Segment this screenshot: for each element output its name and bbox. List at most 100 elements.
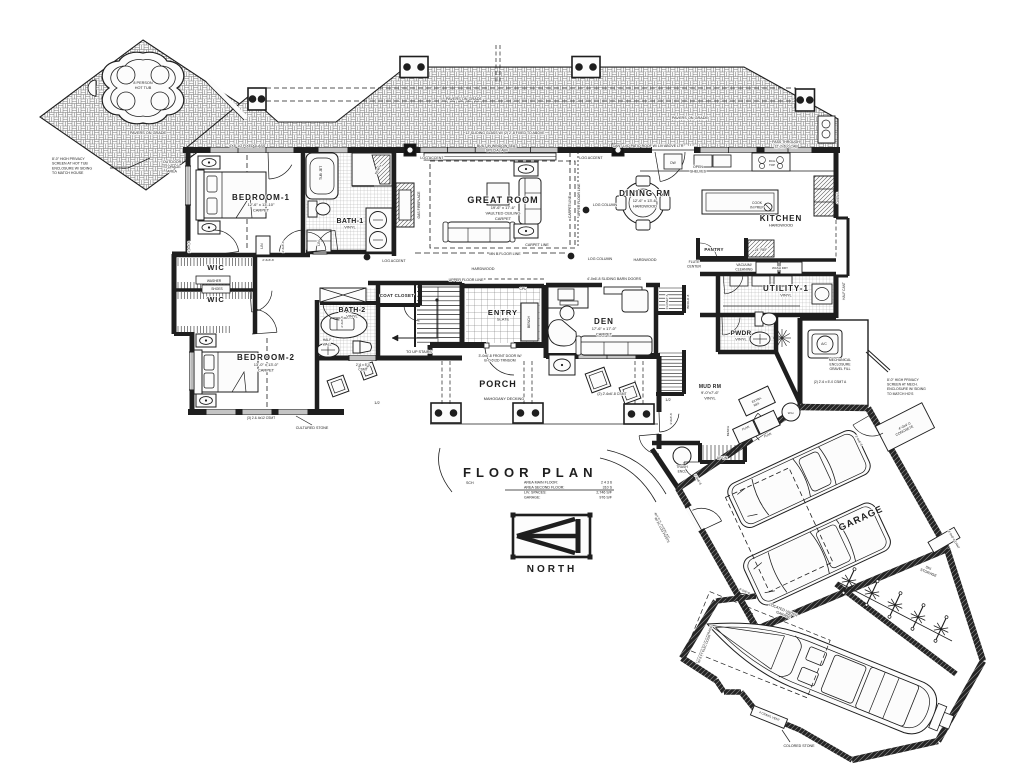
plan-geometry bbox=[371, 154, 391, 185]
plan-geometry bbox=[693, 154, 713, 168]
plan-geometry bbox=[204, 399, 208, 402]
room-label-wic-1: WIC bbox=[207, 263, 225, 272]
label-pass-through: PASS THROUGH bbox=[772, 140, 800, 144]
plan-geometry bbox=[358, 361, 378, 381]
plan-geometry bbox=[391, 334, 399, 342]
plan-geometry bbox=[777, 337, 783, 346]
plan-geometry bbox=[449, 409, 458, 417]
plan-geometry bbox=[747, 506, 887, 602]
label-up-dn: UP DN bbox=[717, 456, 728, 460]
plan-geometry bbox=[524, 229, 528, 233]
posts-layer bbox=[247, 45, 816, 425]
plan-geometry bbox=[110, 157, 151, 169]
plan-geometry bbox=[206, 78, 248, 120]
plan-geometry bbox=[559, 300, 579, 306]
plan-geometry bbox=[715, 593, 757, 604]
plan-geometry bbox=[639, 433, 660, 437]
plan-geometry bbox=[706, 622, 938, 735]
label-door-dim-4: 2'-6x6'-8 bbox=[340, 316, 344, 328]
plan-geometry bbox=[927, 526, 961, 554]
plan-geometry bbox=[724, 467, 834, 593]
plan-geometry bbox=[794, 88, 816, 112]
plan-geometry bbox=[781, 402, 801, 422]
plan-geometry bbox=[659, 195, 671, 211]
label-extra-ref: EXTRA bbox=[751, 396, 763, 404]
label-plan-1: PLAN bbox=[741, 425, 750, 432]
label-located-under: GARAGE bbox=[775, 610, 791, 620]
label-wd-utility: WASH DRY bbox=[772, 266, 788, 270]
room-dims-great-room: 19'-6" x 17'-6" bbox=[491, 205, 516, 210]
plan-geometry bbox=[658, 411, 661, 433]
room-label-dining-rm: DINING RM bbox=[619, 189, 671, 198]
label-window-seat: BUILT-IN WINDOW SEAT bbox=[477, 144, 518, 148]
plan-geometry bbox=[184, 66, 839, 149]
plan-geometry bbox=[606, 449, 667, 495]
plan-geometry bbox=[743, 502, 891, 606]
plan-geometry bbox=[737, 592, 753, 615]
plan-geometry bbox=[231, 370, 247, 393]
plan-geometry bbox=[779, 261, 803, 275]
label-jet-tub: 5'-0 JET bbox=[319, 166, 323, 179]
plan-geometry bbox=[403, 304, 421, 306]
label-door-dim-3: 2'-6x6'-8 bbox=[262, 258, 274, 262]
label-mech-enclosure: MECHANICAL bbox=[829, 358, 851, 362]
plan-geometry bbox=[319, 287, 367, 303]
plan-geometry bbox=[642, 410, 651, 418]
label-privacy-screen-mech: TO MATCH HO'S bbox=[887, 392, 914, 396]
plan-geometry bbox=[203, 372, 215, 389]
plan-geometry bbox=[835, 519, 857, 562]
room-floor-mud-rm: VINYL bbox=[704, 395, 716, 400]
label-trash: ENCL bbox=[678, 470, 687, 474]
label-hardwood-2: HARDWOOD bbox=[634, 258, 657, 262]
plan-geometry bbox=[255, 235, 271, 256]
label-carpet-line-v: CARPET LINE bbox=[568, 195, 572, 218]
plan-geometry bbox=[398, 189, 412, 221]
label-cook-in-prep: COOK bbox=[752, 201, 763, 205]
plan-geometry bbox=[358, 361, 378, 381]
label-log-accent-1: LOG ACCENT bbox=[420, 156, 444, 160]
room-label-utility-1: UTILITY-1 bbox=[763, 284, 809, 293]
label-door-garage-ne: 3'-0x6'-8 bbox=[854, 435, 863, 447]
plan-geometry bbox=[684, 504, 692, 509]
label-plan-2: PLAN bbox=[763, 432, 772, 439]
room-floor-bedroom-2: CARPET bbox=[258, 367, 275, 372]
label-outdoor-living: OUTDOOR bbox=[163, 160, 182, 164]
plan-geometry bbox=[816, 335, 834, 353]
plan-geometry bbox=[747, 239, 775, 258]
label-open-shelves: OPEN bbox=[693, 165, 703, 169]
plan-geometry bbox=[524, 167, 528, 171]
plan-geometry bbox=[579, 335, 653, 356]
hot-tub bbox=[87, 51, 185, 125]
plan-geometry bbox=[213, 229, 240, 252]
label-privacy-screen-mech: ENCLOSURE W/ SIDING bbox=[887, 387, 926, 391]
plan-geometry bbox=[773, 351, 804, 406]
label-flute-center: FLUTE bbox=[689, 260, 700, 264]
plan-geometry bbox=[329, 317, 355, 331]
plan-geometry bbox=[864, 589, 880, 597]
plan-geometry bbox=[235, 194, 253, 219]
plan-geometry bbox=[588, 370, 608, 390]
label-coat-closet-v: COAT bbox=[665, 295, 669, 303]
label-bifold-v: BIFOLD bbox=[686, 297, 690, 309]
plan-geometry bbox=[251, 290, 273, 313]
label-privacy-screen-hot-tub: TO MATCH HOUSE bbox=[52, 171, 84, 175]
plan-geometry bbox=[635, 219, 651, 231]
label-bench-mud: BENCH bbox=[726, 426, 730, 437]
plan-geometry bbox=[257, 95, 266, 103]
label-privacy-screen-hot-tub: SCREEN AT HOT TUB bbox=[52, 162, 88, 166]
plan-geometry bbox=[213, 251, 239, 256]
plan-geometry bbox=[587, 554, 593, 560]
plan-geometry bbox=[614, 146, 622, 154]
plan-geometry bbox=[738, 385, 776, 417]
label-log-column-2: LOG COLUMN bbox=[588, 257, 613, 261]
plan-geometry bbox=[821, 119, 831, 129]
label-fixed-glass: 4'X5' 1/2 FIXEDGLASS bbox=[229, 144, 266, 148]
plan-geometry bbox=[531, 409, 540, 417]
plan-geometry bbox=[727, 430, 871, 528]
plan-geometry bbox=[749, 705, 789, 729]
plan-geometry bbox=[887, 591, 903, 619]
room-floor-den: CARPET bbox=[596, 331, 613, 336]
plan-geometry bbox=[874, 402, 936, 452]
